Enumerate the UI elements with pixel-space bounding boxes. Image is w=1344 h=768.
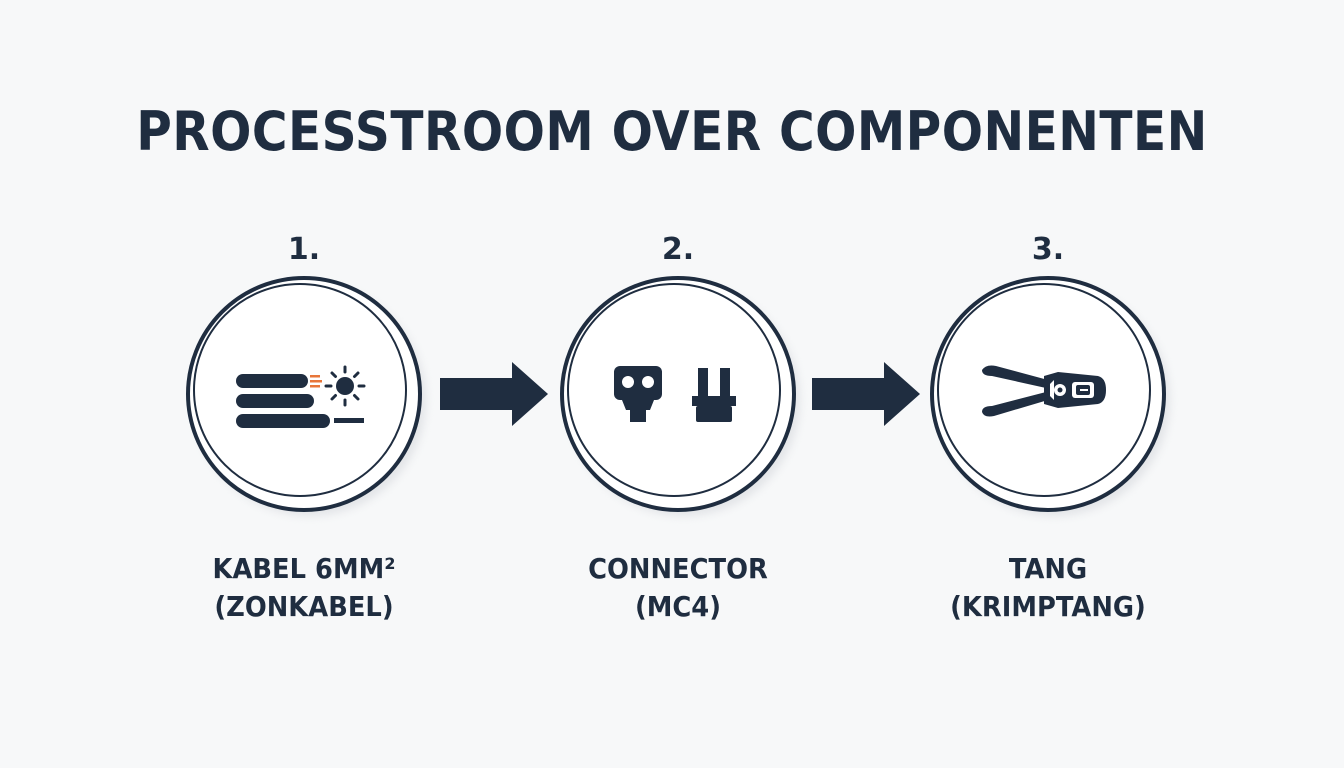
crimping-tool-icon (982, 365, 1106, 417)
step-circle (930, 276, 1170, 516)
step-number: 1. (287, 232, 321, 267)
step-label: CONNECTOR (MC4) (558, 550, 797, 626)
step-number: 2. (661, 232, 695, 267)
step-number: 3. (1031, 232, 1065, 267)
arrow-right-icon (812, 362, 920, 426)
step-label-line1: TANG (1008, 552, 1088, 585)
step-circle (560, 276, 800, 516)
step-label-line2: (ZONKABEL) (214, 590, 394, 623)
step-label: TANG (KRIMPTANG) (928, 550, 1167, 626)
mc4-connector-icon (614, 366, 736, 422)
diagram-title: PROCESSTROOM OVER COMPONENTEN (136, 100, 1208, 163)
step-label-line2: (MC4) (634, 590, 722, 623)
step-circle (186, 276, 426, 516)
step-cable: 1. (174, 232, 434, 626)
arrow-right-icon (440, 362, 548, 426)
step-label-line2: (KRIMPTANG) (950, 590, 1146, 623)
step-crimping-tool: 3. TANG (KRIMPTANG) (918, 232, 1178, 626)
step-label-line1: KABEL 6MM² (212, 552, 396, 585)
step-label-line1: CONNECTOR (588, 552, 768, 585)
solar-cable-icon (236, 365, 366, 428)
step-label: KABEL 6MM² (ZONKABEL) (184, 550, 423, 626)
step-connector: 2. CONNECTOR (MC4) (548, 232, 808, 626)
